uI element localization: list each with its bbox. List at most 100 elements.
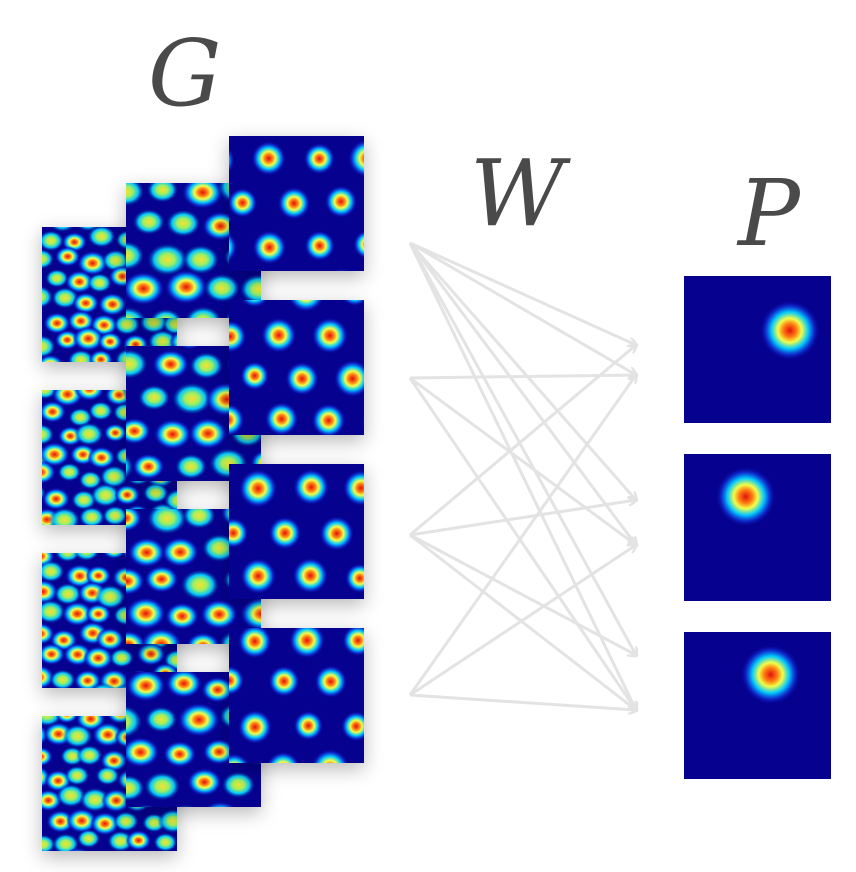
grid-field [162,313,177,336]
grid-field [229,665,245,696]
connection-arrow [408,242,636,500]
grid-field [252,230,287,265]
grid-field [163,740,197,768]
grid-field [54,246,81,267]
grid-map-large-scale-1 [229,136,364,271]
grid-field [77,250,109,276]
grid-field [173,804,197,807]
grid-field [144,565,179,593]
grid-field [103,423,127,443]
grid-field [57,462,82,482]
grid-field [188,417,228,450]
grid-field [71,489,97,511]
grid-field [261,317,297,353]
connection-arrow [408,242,636,710]
grid-field [164,269,208,305]
grid-field [202,738,236,765]
grid-field [304,230,335,262]
grid-field [42,643,66,666]
grid-field [345,563,364,593]
grid-field [277,186,311,220]
grid-field [42,460,56,484]
place-field-map-1 [684,276,831,423]
grid-field [62,724,93,749]
grid-field [102,505,128,525]
grid-field [125,830,152,851]
place-field-peak [715,466,776,527]
grid-field [42,599,66,624]
grid-field [229,753,250,763]
grid-field [319,516,354,551]
grid-field [203,273,241,303]
grid-field [78,506,105,525]
label-grid-cells: G [148,20,222,127]
grid-field [90,811,120,836]
grid-field [268,665,300,697]
grid-field [88,349,114,362]
grid-field [146,183,179,203]
grid-field [97,331,123,352]
connection-arrow [409,533,636,655]
grid-field [146,509,188,535]
grid-field [126,737,160,768]
grid-field [53,582,82,606]
grid-field [117,849,132,851]
place-field-peak [759,300,820,361]
grid-field [90,682,116,688]
connection-arrow [409,545,636,697]
grid-field [139,346,157,348]
grid-field [189,351,224,380]
grid-field [126,183,145,207]
grid-field [292,557,329,594]
grid-field [251,141,286,176]
grid-field [186,632,220,644]
connection-arrow [408,242,636,545]
grid-field [182,244,220,275]
grid-field [126,774,145,802]
grid-field [46,849,60,851]
grid-field [42,442,70,467]
grid-field [200,599,238,630]
grid-field [135,804,156,807]
grid-field [165,209,201,238]
grid-field [150,308,182,318]
connection-arrow [409,533,636,710]
grid-field [229,320,247,353]
grid-map-large-scale-3 [229,464,364,599]
grid-field [165,602,200,630]
grid-field [113,313,141,336]
grid-field [229,232,238,263]
grid-field [45,268,69,288]
grid-field [42,248,55,270]
grid-field [85,603,112,625]
label-place-cells: P [738,160,800,267]
grid-field [126,271,165,306]
grid-field [99,465,129,488]
grid-field [293,469,330,506]
grid-field [42,230,65,252]
grid-field [229,403,245,435]
grid-field [201,676,234,703]
grid-field [126,672,166,702]
grid-field [72,292,100,314]
grid-field [73,553,100,562]
grid-map-large-scale-4 [229,628,364,763]
grid-field [288,628,326,659]
grid-field [132,208,166,235]
grid-field [204,801,236,807]
grid-field [126,597,166,630]
grid-field [42,579,59,604]
grid-field [126,509,143,532]
grid-field [72,326,104,352]
grid-field [97,292,128,317]
grid-field [361,412,364,431]
grid-field [126,630,147,644]
grid-field [126,567,145,596]
grid-field [95,627,125,651]
grid-field [187,768,222,796]
connection-arrow [409,345,636,537]
grid-field [266,751,300,763]
grid-field [311,317,349,354]
